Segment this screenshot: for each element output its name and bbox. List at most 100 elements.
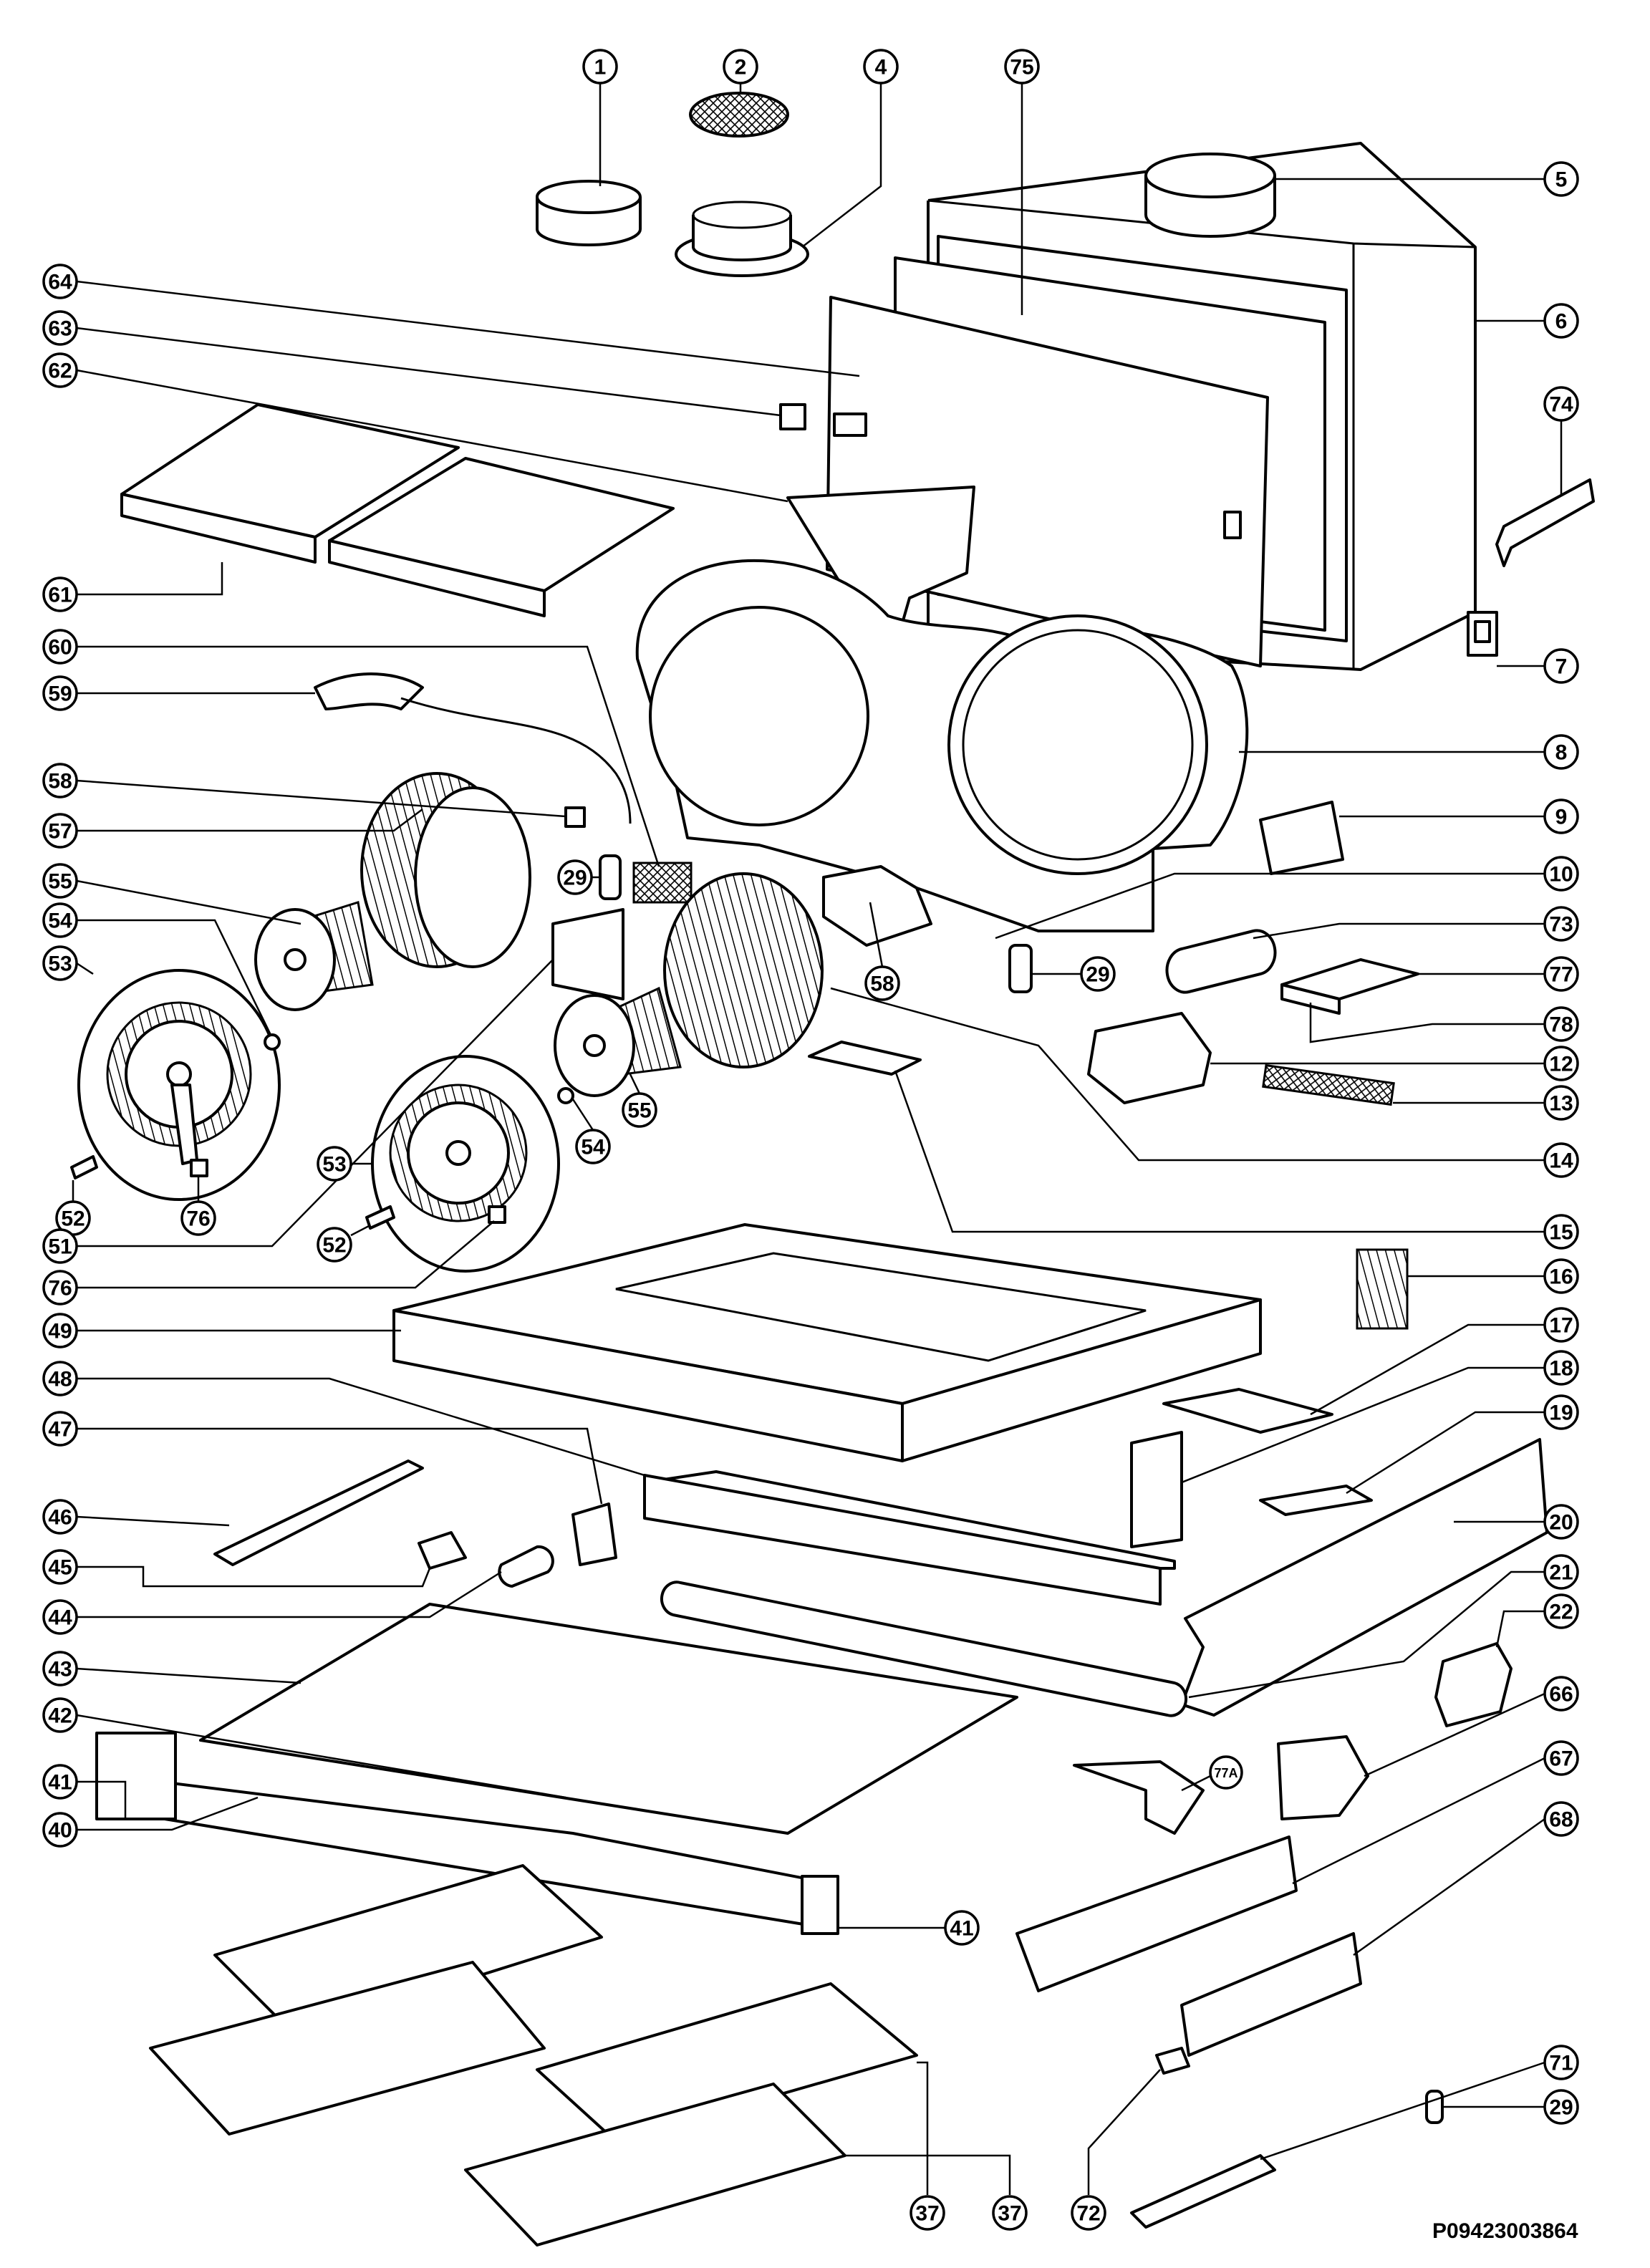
svg-text:44: 44	[48, 1606, 72, 1630]
callout-7: 7	[1497, 648, 1579, 684]
svg-text:20: 20	[1549, 1511, 1573, 1535]
callout-77a: 77A	[1181, 1755, 1243, 1792]
part-72-clip	[1155, 2047, 1190, 2075]
callout-55-mid: 55	[622, 1073, 657, 1128]
callout-45: 45	[42, 1549, 431, 1588]
svg-text:58: 58	[48, 770, 72, 793]
svg-text:18: 18	[1549, 1357, 1573, 1381]
callout-57: 57	[42, 809, 423, 849]
part-67-control-panel	[1015, 1835, 1298, 1992]
svg-text:1: 1	[594, 56, 607, 79]
callout-53-left: 53	[42, 945, 94, 981]
callout-21: 21	[1188, 1554, 1579, 1699]
svg-text:72: 72	[1076, 2202, 1100, 2226]
svg-text:29: 29	[563, 867, 587, 890]
svg-text:55: 55	[48, 870, 72, 894]
svg-text:46: 46	[48, 1506, 72, 1530]
part-63-clip	[779, 403, 867, 437]
part-49-chassis	[392, 1223, 1262, 1462]
part-20-channel	[1180, 1438, 1548, 1717]
part-46-rail	[213, 1459, 424, 1566]
svg-text:61: 61	[48, 584, 72, 607]
callout-73: 73	[1253, 906, 1579, 942]
callout-63: 63	[42, 310, 781, 417]
svg-text:15: 15	[1549, 1221, 1573, 1245]
callout-52-mid: 52	[317, 1225, 370, 1263]
callout-52-left: 52	[55, 1180, 91, 1236]
svg-text:51: 51	[48, 1235, 72, 1259]
svg-text:71: 71	[1549, 2052, 1573, 2075]
callout-16: 16	[1407, 1258, 1579, 1294]
callout-54-left: 54	[42, 902, 272, 1036]
part-76-clip-left	[190, 1159, 208, 1177]
part-13-terminal-strip	[1262, 1063, 1395, 1106]
callout-61: 61	[42, 562, 223, 612]
svg-text:76: 76	[48, 1277, 72, 1301]
svg-text:14: 14	[1549, 1149, 1573, 1173]
part-55-motor-left	[254, 901, 374, 1011]
callout-51: 51	[42, 959, 554, 1264]
part-51-plate	[551, 908, 624, 1000]
part-60-terminal-block	[632, 862, 693, 904]
callout-9: 9	[1339, 798, 1579, 834]
callout-74: 74	[1543, 386, 1579, 494]
callout-53-mid: 53	[317, 1146, 372, 1182]
svg-text:49: 49	[48, 1320, 72, 1343]
svg-text:10: 10	[1549, 863, 1573, 887]
part-9-cover	[1259, 801, 1344, 875]
callout-37-right: 37	[845, 2154, 1028, 2231]
part-76-clip-right	[488, 1205, 506, 1224]
part-48-body	[643, 1470, 1176, 1606]
svg-text:7: 7	[1555, 655, 1568, 679]
part-21-lamp-tube	[660, 1581, 1188, 1717]
part-19-bracket	[1259, 1485, 1373, 1516]
svg-text:63: 63	[48, 317, 72, 341]
part-15-bracket	[808, 1041, 922, 1076]
svg-text:40: 40	[48, 1819, 72, 1843]
part-55-motor-right	[554, 872, 824, 1097]
callout-64: 64	[42, 264, 860, 377]
svg-text:66: 66	[1549, 1683, 1573, 1707]
svg-text:42: 42	[48, 1704, 72, 1728]
callout-66: 66	[1364, 1676, 1579, 1777]
svg-text:22: 22	[1549, 1601, 1573, 1624]
svg-text:41: 41	[950, 1917, 973, 1941]
callout-58-left: 58	[42, 763, 566, 818]
part-61-carbon-filters	[120, 403, 675, 617]
part-52-screw-left	[70, 1155, 98, 1179]
part-52-screw-right	[365, 1205, 395, 1230]
svg-text:16: 16	[1549, 1265, 1573, 1289]
part-1-duct-ring	[536, 180, 642, 246]
part-17-strip	[1162, 1388, 1333, 1434]
svg-text:54: 54	[48, 909, 72, 933]
part-41-end-cap-left	[95, 1732, 177, 1820]
part-73-capacitor	[1165, 929, 1277, 994]
callout-8: 8	[1239, 734, 1579, 770]
svg-text:17: 17	[1549, 1314, 1573, 1338]
part-77a-clip	[1073, 1760, 1205, 1835]
svg-text:12: 12	[1549, 1053, 1573, 1076]
callout-5: 5	[1275, 161, 1579, 197]
callout-78: 78	[1309, 1003, 1579, 1043]
callout-29-a: 29	[557, 859, 600, 895]
callout-17: 17	[1310, 1307, 1579, 1416]
callout-68: 68	[1353, 1801, 1579, 1956]
callout-37-left: 37	[910, 2061, 945, 2231]
callout-29-right: 29	[1442, 2089, 1579, 2125]
part-5-outlet-ring	[1144, 153, 1276, 238]
svg-text:29: 29	[1549, 2096, 1573, 2120]
part-68-control-board	[1180, 1932, 1362, 2057]
callout-12: 12	[1210, 1046, 1579, 1081]
part-45-clip	[418, 1531, 467, 1570]
svg-text:67: 67	[1549, 1747, 1573, 1771]
part-54-washer-left	[264, 1033, 281, 1051]
svg-text:8: 8	[1555, 741, 1568, 765]
document-number: P09423003864	[1432, 2219, 1578, 2243]
callout-47: 47	[42, 1411, 603, 1505]
callout-6: 6	[1475, 303, 1579, 339]
part-14-lamp-holder	[822, 865, 932, 947]
svg-text:48: 48	[48, 1368, 72, 1391]
callout-58-mid: 58	[864, 902, 900, 1001]
part-12-transformer-box	[1087, 1012, 1212, 1104]
svg-text:9: 9	[1555, 806, 1568, 829]
